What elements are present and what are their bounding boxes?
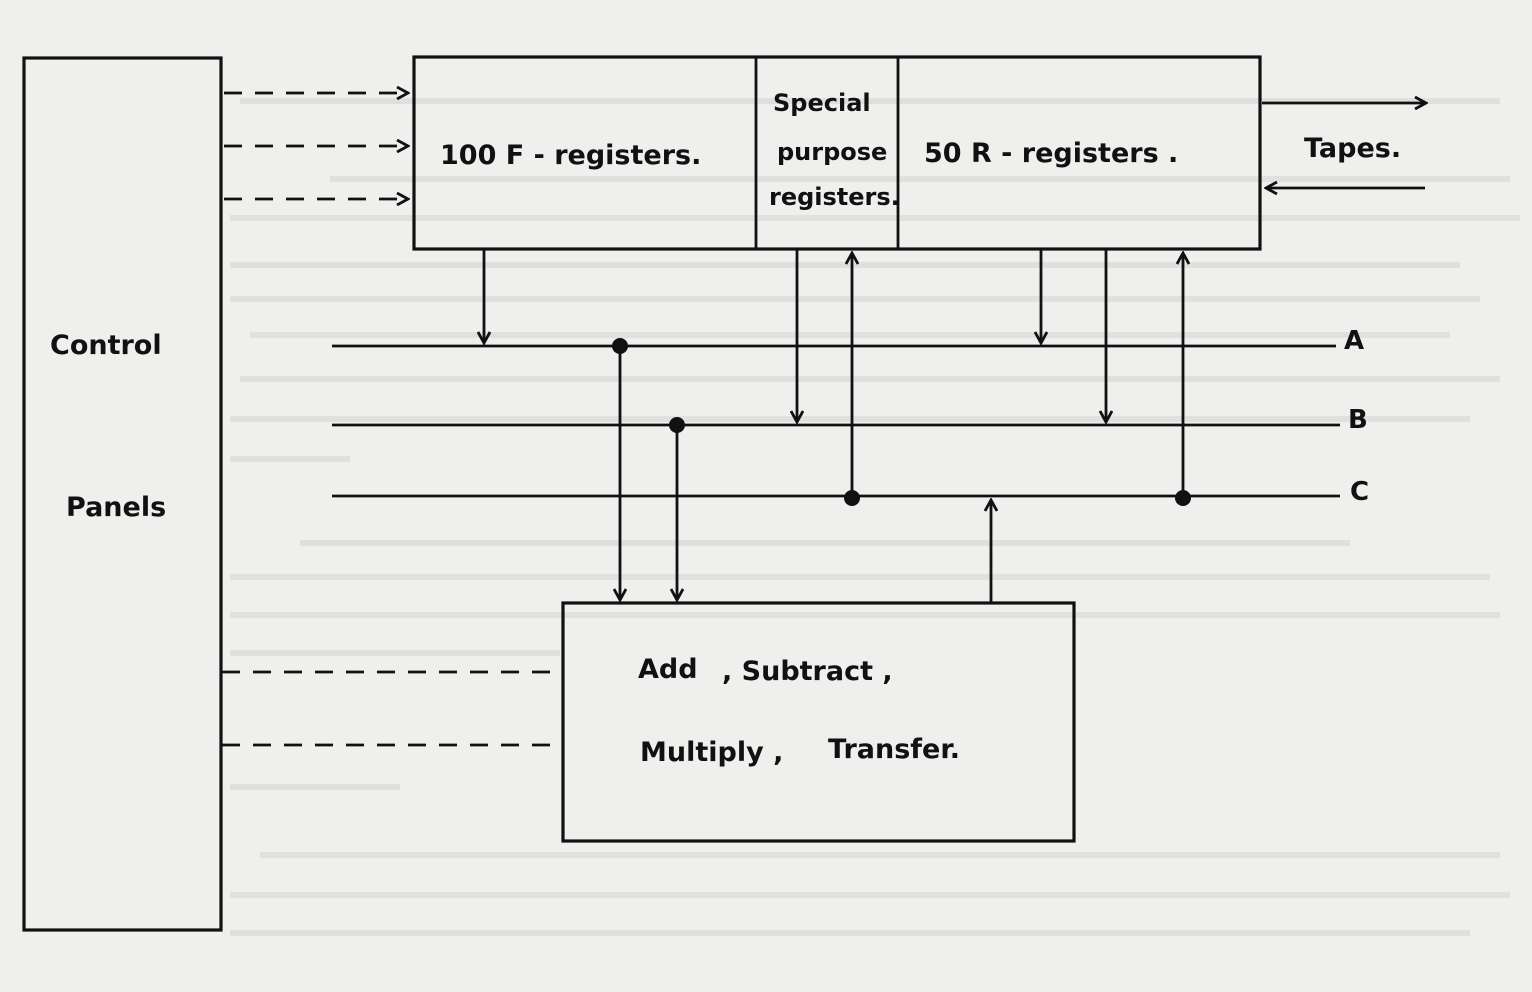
tapes-label: Tapes. — [1304, 133, 1401, 164]
bus-c-label: C — [1350, 477, 1369, 507]
bus-b-label: B — [1348, 405, 1368, 435]
tapes-io: Tapes. — [1262, 103, 1426, 188]
r-registers-label: 50 R - registers . — [924, 138, 1178, 169]
junction-dots — [612, 338, 1191, 506]
unit-label-subtract: , Subtract , — [722, 656, 893, 687]
control-panels-block: Control Panels — [22, 56, 223, 932]
control-to-unit-lines — [222, 670, 560, 747]
special-registers-label-line3: registers. — [769, 183, 900, 211]
control-panels-label-line2: Panels — [66, 492, 166, 523]
bus-a-label: A — [1344, 326, 1364, 356]
buses: A B C — [332, 326, 1369, 507]
register-bus-connections — [484, 249, 1183, 496]
f-registers-label: 100 F - registers. — [440, 140, 701, 171]
junction-dot-bus-c-r-registers — [1175, 490, 1191, 506]
control-to-registers-lines — [224, 93, 408, 199]
page-bleed-through-texture — [230, 98, 1520, 936]
register-bank-box — [412, 55, 1262, 251]
register-block: 100 F - registers. Special purpose regis… — [412, 55, 1262, 251]
control-panels-box — [22, 56, 223, 932]
special-registers-label-line1: Special — [773, 89, 871, 117]
arithmetic-unit-box — [561, 601, 1076, 843]
special-registers-label-line2: purpose — [777, 138, 887, 166]
bus-unit-connections — [620, 346, 991, 603]
junction-dot-bus-c-special — [844, 490, 860, 506]
junction-dot-bus-b — [669, 417, 685, 433]
unit-label-multiply: Multiply , — [640, 737, 783, 768]
unit-label-add: Add — [638, 654, 698, 685]
control-panels-label-line1: Control — [50, 330, 162, 361]
arithmetic-unit-block: Add , Subtract , Multiply , Transfer. — [561, 601, 1076, 843]
junction-dot-bus-a — [612, 338, 628, 354]
unit-label-transfer: Transfer. — [828, 734, 960, 765]
